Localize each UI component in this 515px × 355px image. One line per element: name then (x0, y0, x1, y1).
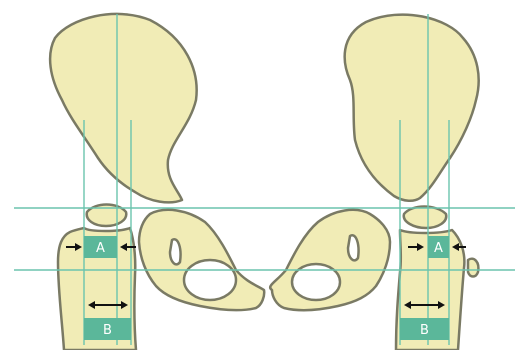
right-a-label: A (434, 241, 443, 256)
label-boxes: A A B B (84, 236, 449, 340)
bones (50, 14, 479, 350)
left-a-label: A (96, 241, 105, 256)
right-ilium (345, 15, 479, 201)
left-ilium (50, 14, 197, 202)
left-obturator-foramen (184, 260, 236, 300)
right-acetabulum (404, 207, 446, 229)
right-b-label: B (420, 323, 429, 338)
left-pubis-notch (170, 239, 181, 264)
left-b-label: B (103, 323, 112, 338)
right-pubis-notch (348, 235, 359, 260)
right-greater-trochanter (468, 259, 478, 277)
